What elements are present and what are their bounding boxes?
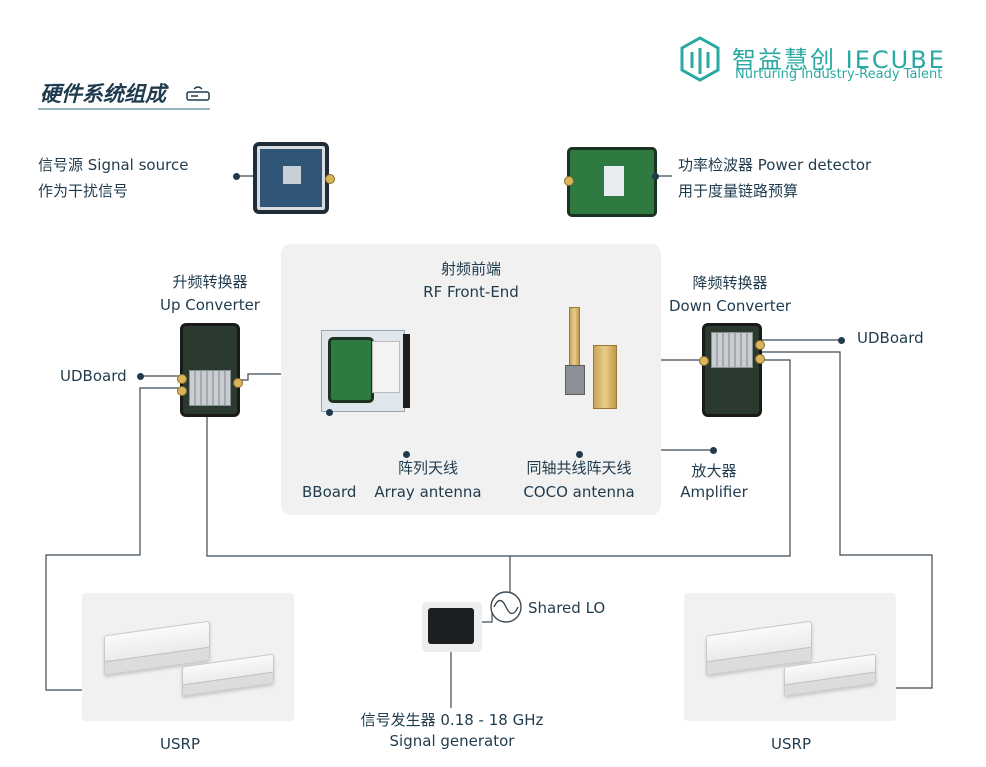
up-converter-board: [177, 323, 243, 417]
usrp-right-label: USRP: [771, 735, 811, 753]
rf-front-end-title: 射频前端: [440, 260, 501, 278]
title-underline: [38, 108, 210, 110]
up-converter-subtitle: Up Converter: [160, 296, 260, 314]
coco-antenna-rod: [569, 307, 580, 367]
generator-lo-wire: [482, 608, 493, 623]
power-detector-board: [564, 147, 657, 217]
usrp-left-label: USRP: [160, 735, 200, 753]
udboard-left-dot: [137, 373, 144, 380]
coco-antenna-sublabel: COCO antenna: [523, 483, 635, 501]
power-detector-caption: 用于度量链路预算: [678, 182, 799, 200]
up-converter-title: 升频转换器: [172, 273, 248, 291]
udboard-right-dot: [838, 337, 845, 344]
array-antenna-label: 阵列天线: [397, 459, 458, 477]
signal-source-board: [253, 142, 335, 214]
shared-lo-sine-icon: [490, 591, 522, 623]
down-converter-subtitle: Down Converter: [669, 297, 791, 315]
coco-antenna-base: [565, 365, 585, 395]
amplifier-module: [593, 345, 617, 409]
array-antenna-sublabel: Array antenna: [374, 483, 482, 501]
array-antenna-dot: [403, 451, 410, 458]
udboard-left-label: UDBoard: [60, 367, 127, 385]
page-title: 硬件系统组成: [40, 82, 166, 106]
bboard-dot: [326, 409, 333, 416]
signal-source-caption: 作为干扰信号: [38, 182, 129, 200]
signal-source-label: 信号源 Signal source: [38, 156, 189, 174]
bboard-label: BBoard: [302, 483, 357, 501]
amplifier-label: 放大器: [691, 462, 737, 480]
coco-antenna-label: 同轴共线阵天线: [526, 459, 632, 477]
down-converter-title: 降频转换器: [692, 274, 768, 292]
logo-wordmark: 智益慧创 IECUBE: [732, 46, 946, 74]
signal-generator-label: 信号发生器 0.18 - 18 GHz: [360, 711, 544, 729]
signal-generator-device: [422, 602, 482, 652]
signal-source-dot: [233, 173, 240, 180]
udboard-right-label: UDBoard: [857, 329, 924, 347]
logo-tagline: Nurturing Industry-Ready Talent: [735, 67, 943, 82]
router-icon: [186, 84, 210, 101]
shared-lo-label: Shared LO: [528, 599, 606, 617]
signal-generator-sublabel: Signal generator: [389, 732, 515, 750]
amplifier-sublabel: Amplifier: [680, 483, 748, 501]
array-antenna-panel: [403, 334, 410, 408]
amplifier-dot: [710, 447, 717, 454]
power-detector-dot: [652, 173, 659, 180]
iecube-logo-icon: [679, 36, 721, 82]
power-detector-label: 功率检波器 Power detector: [678, 156, 872, 174]
rf-front-end-subtitle: RF Front-End: [423, 283, 519, 301]
down-converter-board: [699, 323, 765, 417]
bboard-module: [321, 330, 405, 412]
coco-antenna-dot: [576, 451, 583, 458]
